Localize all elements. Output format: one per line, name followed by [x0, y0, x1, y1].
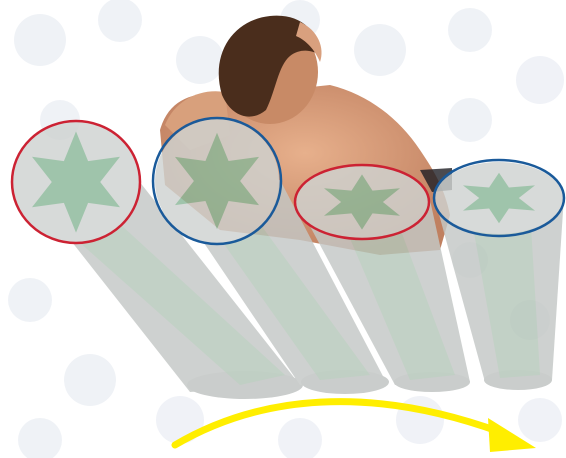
tube-2-blue-outline — [151, 116, 283, 246]
tube-2 — [155, 119, 389, 394]
person-hair — [218, 15, 320, 117]
tubes-group — [12, 119, 564, 399]
curved-arrow-icon — [171, 398, 536, 452]
tube-4-blue-outline — [432, 158, 566, 238]
tube-1-red-outline — [10, 119, 142, 245]
tube-3-red-outline — [293, 163, 431, 241]
background-star-pattern — [8, 0, 564, 458]
tube-1 — [12, 122, 303, 399]
tube-3 — [296, 166, 470, 392]
highlight-outlines — [10, 116, 566, 246]
tube-4 — [434, 162, 564, 390]
